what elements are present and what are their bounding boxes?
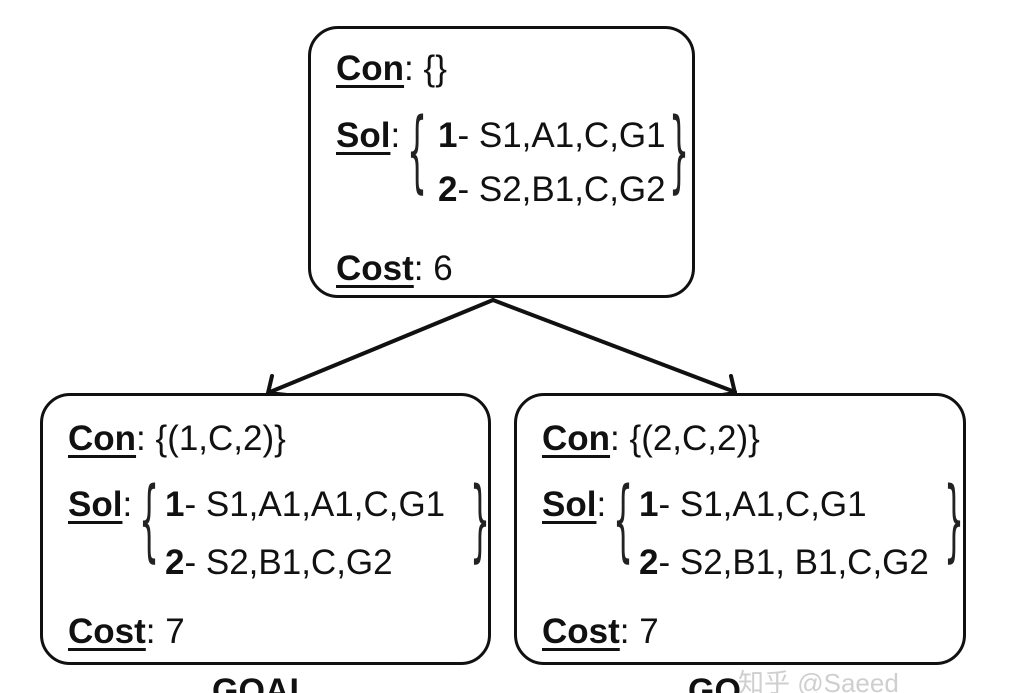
edge-root-right [491,298,737,394]
con-label: Con [68,419,137,458]
con-row: Con: {(2,C,2)} [542,419,760,458]
node-left: Con: {(1,C,2)} Sol: { 1- S1,A1,A1,C,G1 2… [40,393,491,665]
sol-path: S1,A1,A1,C,G1 [205,485,446,524]
watermark: 知乎 @Saeed [738,668,899,693]
sol-path: S1,A1,C,G1 [679,485,867,524]
con-row: Con: {(1,C,2)} [68,419,286,458]
sol-path: S2,B1, B1,C,G2 [679,543,929,582]
goal-label-right: GO [688,672,741,693]
con-row: Con: {} [336,49,447,88]
cost-row: Cost: 7 [68,612,185,651]
sol-num: 1 [165,485,185,524]
cost-row: Cost: 7 [542,612,659,651]
sol-line-1: 1- S1,A1,C,G1 [438,116,666,155]
con-label: Con [542,419,611,458]
sol-path: S2,B1,C,G2 [205,543,393,582]
sol-num: 2 [165,543,185,582]
sol-row: Sol: { 1- S1,A1,C,G1 2- S2,B1,C,G2 } [336,102,690,209]
sol-path: S1,A1,C,G1 [478,116,666,155]
cost-label: Cost [542,612,620,651]
right-brace: } [944,471,965,574]
sol-path: S2,B1,C,G2 [478,170,666,209]
sol-line-1: 1- S1,A1,C,G1 [639,485,867,524]
sol-num: 1 [639,485,659,524]
left-brace: { [407,102,428,205]
con-value: {(1,C,2)} [155,419,286,458]
goal-label-left: GOAL [212,672,311,693]
sol-label: Sol [542,485,597,524]
left-brace: { [139,471,160,574]
sol-label: Sol [336,116,391,155]
node-right: Con: {(2,C,2)} Sol: { 1- S1,A1,C,G1 2- S… [514,393,966,665]
con-value: {(2,C,2)} [629,419,760,458]
con-label: Con [336,49,405,88]
sol-label: Sol [68,485,123,524]
cost-value: 7 [165,612,185,651]
edge-root-left [268,298,495,394]
cost-value: 6 [433,249,453,288]
sol-num: 2 [639,543,659,582]
sol-line-1: 1- S1,A1,A1,C,G1 [165,485,446,524]
cost-row: Cost: 6 [336,249,453,288]
sol-num: 1 [438,116,458,155]
sol-num: 2 [438,170,458,209]
node-root: Con: {} Sol: { 1- S1,A1,C,G1 2- S2,B1,C,… [308,26,695,298]
cost-value: 7 [639,612,659,651]
sol-line-2: 2- S2,B1, B1,C,G2 [639,543,929,582]
left-brace: { [613,471,634,574]
right-brace: } [470,471,491,574]
con-value: {} [423,49,447,88]
sol-line-2: 2- S2,B1,C,G2 [438,170,666,209]
right-brace: } [669,102,690,205]
sol-line-2: 2- S2,B1,C,G2 [165,543,393,582]
sol-row: Sol: { 1- S1,A1,A1,C,G1 2- S2,B1,C,G2 } [68,471,491,582]
cost-label: Cost [68,612,146,651]
sol-row: Sol: { 1- S1,A1,C,G1 2- S2,B1, B1,C,G2 } [542,471,965,582]
cost-label: Cost [336,249,414,288]
